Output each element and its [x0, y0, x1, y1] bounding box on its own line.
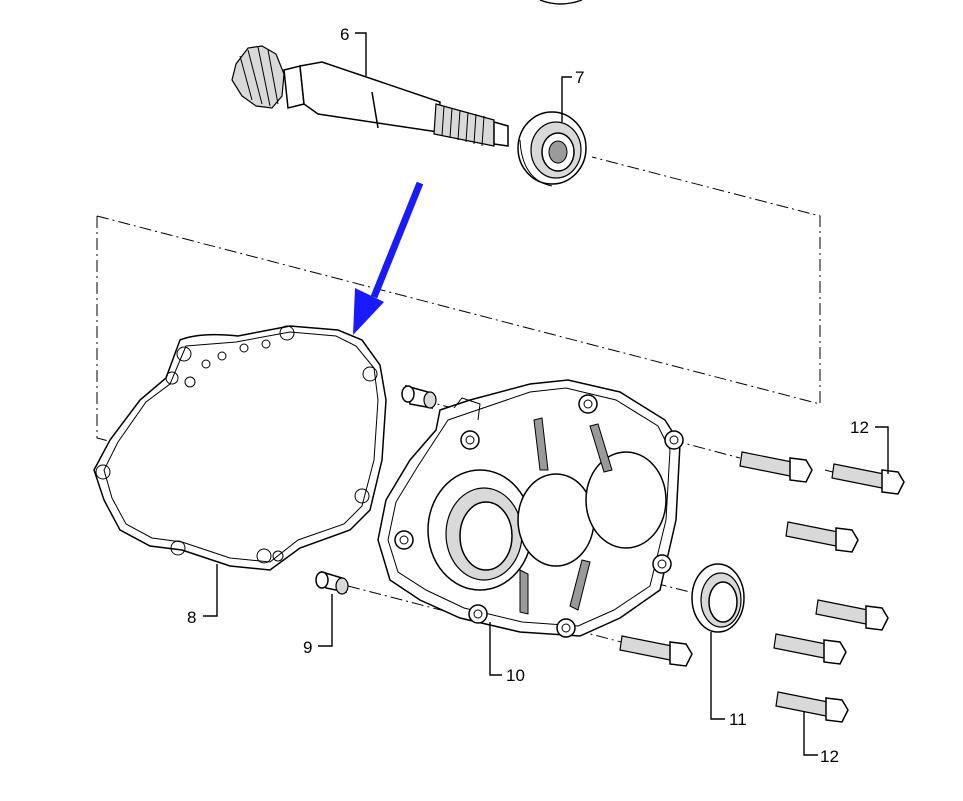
- bolt: [775, 691, 849, 723]
- callout-6: 6: [340, 25, 349, 44]
- cover-housing-part: [377, 379, 684, 638]
- callout-12-bottom: 12: [820, 747, 839, 766]
- bolt-parts: [619, 451, 905, 723]
- direction-arrow: [353, 181, 424, 335]
- callout-12-top: 12: [850, 418, 869, 437]
- bolt: [785, 521, 859, 553]
- partial-part-top: [539, 0, 583, 5]
- bolt: [815, 599, 889, 631]
- oil-seal-part: [691, 563, 745, 633]
- gasket-part: [93, 325, 387, 571]
- callout-9: 9: [303, 638, 312, 657]
- callout-7: 7: [575, 68, 584, 87]
- bearing-part: [517, 111, 587, 187]
- dowel-pin-part: [315, 384, 437, 595]
- callout-8: 8: [187, 608, 196, 627]
- shaft-gear-part: [231, 45, 509, 147]
- callout-10: 10: [506, 666, 525, 685]
- callout-leaders: [203, 32, 889, 756]
- bolt: [831, 463, 905, 495]
- bolt: [773, 633, 847, 665]
- bolt: [619, 635, 693, 667]
- callout-labels: 6 7 8 9 10 11 12 12: [187, 25, 869, 766]
- bolt: [739, 451, 813, 483]
- callout-11: 11: [729, 710, 747, 729]
